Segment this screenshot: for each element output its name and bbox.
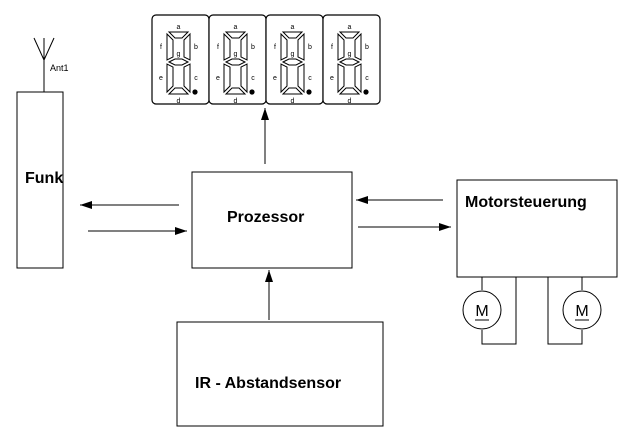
ir-sensor-block — [176, 321, 384, 427]
segment-label-c: c — [308, 75, 312, 82]
segment-e — [337, 63, 345, 94]
segment-g — [167, 58, 190, 66]
motor-1-symbol: M — [475, 303, 488, 320]
funk-label: Funk — [25, 170, 63, 187]
segment-label-e: e — [330, 75, 334, 82]
segment-a — [224, 31, 247, 39]
segment-d — [281, 87, 304, 95]
segment-label-b: b — [365, 44, 369, 51]
display-digit: a b c d e f g — [322, 14, 381, 105]
segment-label-f: f — [274, 44, 276, 51]
segment-label-c: c — [365, 75, 369, 82]
segment-label-g: g — [234, 51, 238, 58]
motor-icon — [562, 290, 602, 330]
segment-a — [281, 31, 304, 39]
segment-label-d: d — [348, 98, 352, 105]
segment-label-c: c — [194, 75, 198, 82]
segment-e — [223, 63, 231, 94]
funk-block — [16, 91, 64, 269]
segment-d — [224, 87, 247, 95]
segment-b — [240, 32, 248, 61]
segment-e — [166, 63, 174, 94]
segment-label-f: f — [160, 44, 162, 51]
segment-c — [297, 63, 305, 94]
segment-label-d: d — [177, 98, 181, 105]
motorsteuerung-block — [456, 179, 618, 278]
segment-label-f: f — [217, 44, 219, 51]
decimal-point — [363, 89, 369, 95]
segment-f — [223, 32, 231, 61]
antenna-icon — [33, 37, 55, 92]
segment-b — [183, 32, 191, 61]
segment-label-b: b — [194, 44, 198, 51]
segment-label-e: e — [216, 75, 220, 82]
segment-f — [166, 32, 174, 61]
segment-g — [224, 58, 247, 66]
segment-b — [297, 32, 305, 61]
segment-label-e: e — [159, 75, 163, 82]
decimal-point — [249, 89, 255, 95]
segment-label-a: a — [291, 24, 295, 31]
segment-label-g: g — [291, 51, 295, 58]
display-digit: a b c d e f g — [265, 14, 324, 105]
segment-c — [183, 63, 191, 94]
decimal-point — [192, 89, 198, 95]
segment-f — [280, 32, 288, 61]
segment-b — [354, 32, 362, 61]
segment-label-g: g — [177, 51, 181, 58]
seven-segment-display: a b c d e f g a b c d e f g a b c d e f g a b c d e f g — [151, 14, 381, 105]
segment-label-g: g — [348, 51, 352, 58]
motor-icon — [462, 290, 502, 330]
segment-label-f: f — [331, 44, 333, 51]
segment-e — [280, 63, 288, 94]
segment-a — [338, 31, 361, 39]
segment-label-c: c — [251, 75, 255, 82]
segment-label-a: a — [177, 24, 181, 31]
segment-label-b: b — [251, 44, 255, 51]
segment-c — [240, 63, 248, 94]
segment-a — [167, 31, 190, 39]
prozessor-block — [191, 171, 353, 269]
ir-sensor-label: IR - Abstandsensor — [195, 375, 341, 392]
segment-g — [281, 58, 304, 66]
segment-g — [338, 58, 361, 66]
segment-label-e: e — [273, 75, 277, 82]
segment-d — [167, 87, 190, 95]
segment-label-a: a — [234, 24, 238, 31]
antenna-label: Ant1 — [50, 63, 69, 73]
segment-f — [337, 32, 345, 61]
segment-label-b: b — [308, 44, 312, 51]
prozessor-label: Prozessor — [227, 209, 304, 226]
segment-c — [354, 63, 362, 94]
decimal-point — [306, 89, 312, 95]
motor-2: M — [547, 277, 602, 345]
display-digit: a b c d e f g — [151, 14, 210, 105]
segment-label-a: a — [348, 24, 352, 31]
segment-label-d: d — [234, 98, 238, 105]
motor-2-symbol: M — [575, 303, 588, 320]
motorsteuerung-label: Motorsteuerung — [465, 194, 587, 211]
display-digit: a b c d e f g — [208, 14, 267, 105]
motor-1: M — [462, 277, 517, 345]
segment-label-d: d — [291, 98, 295, 105]
segment-d — [338, 87, 361, 95]
